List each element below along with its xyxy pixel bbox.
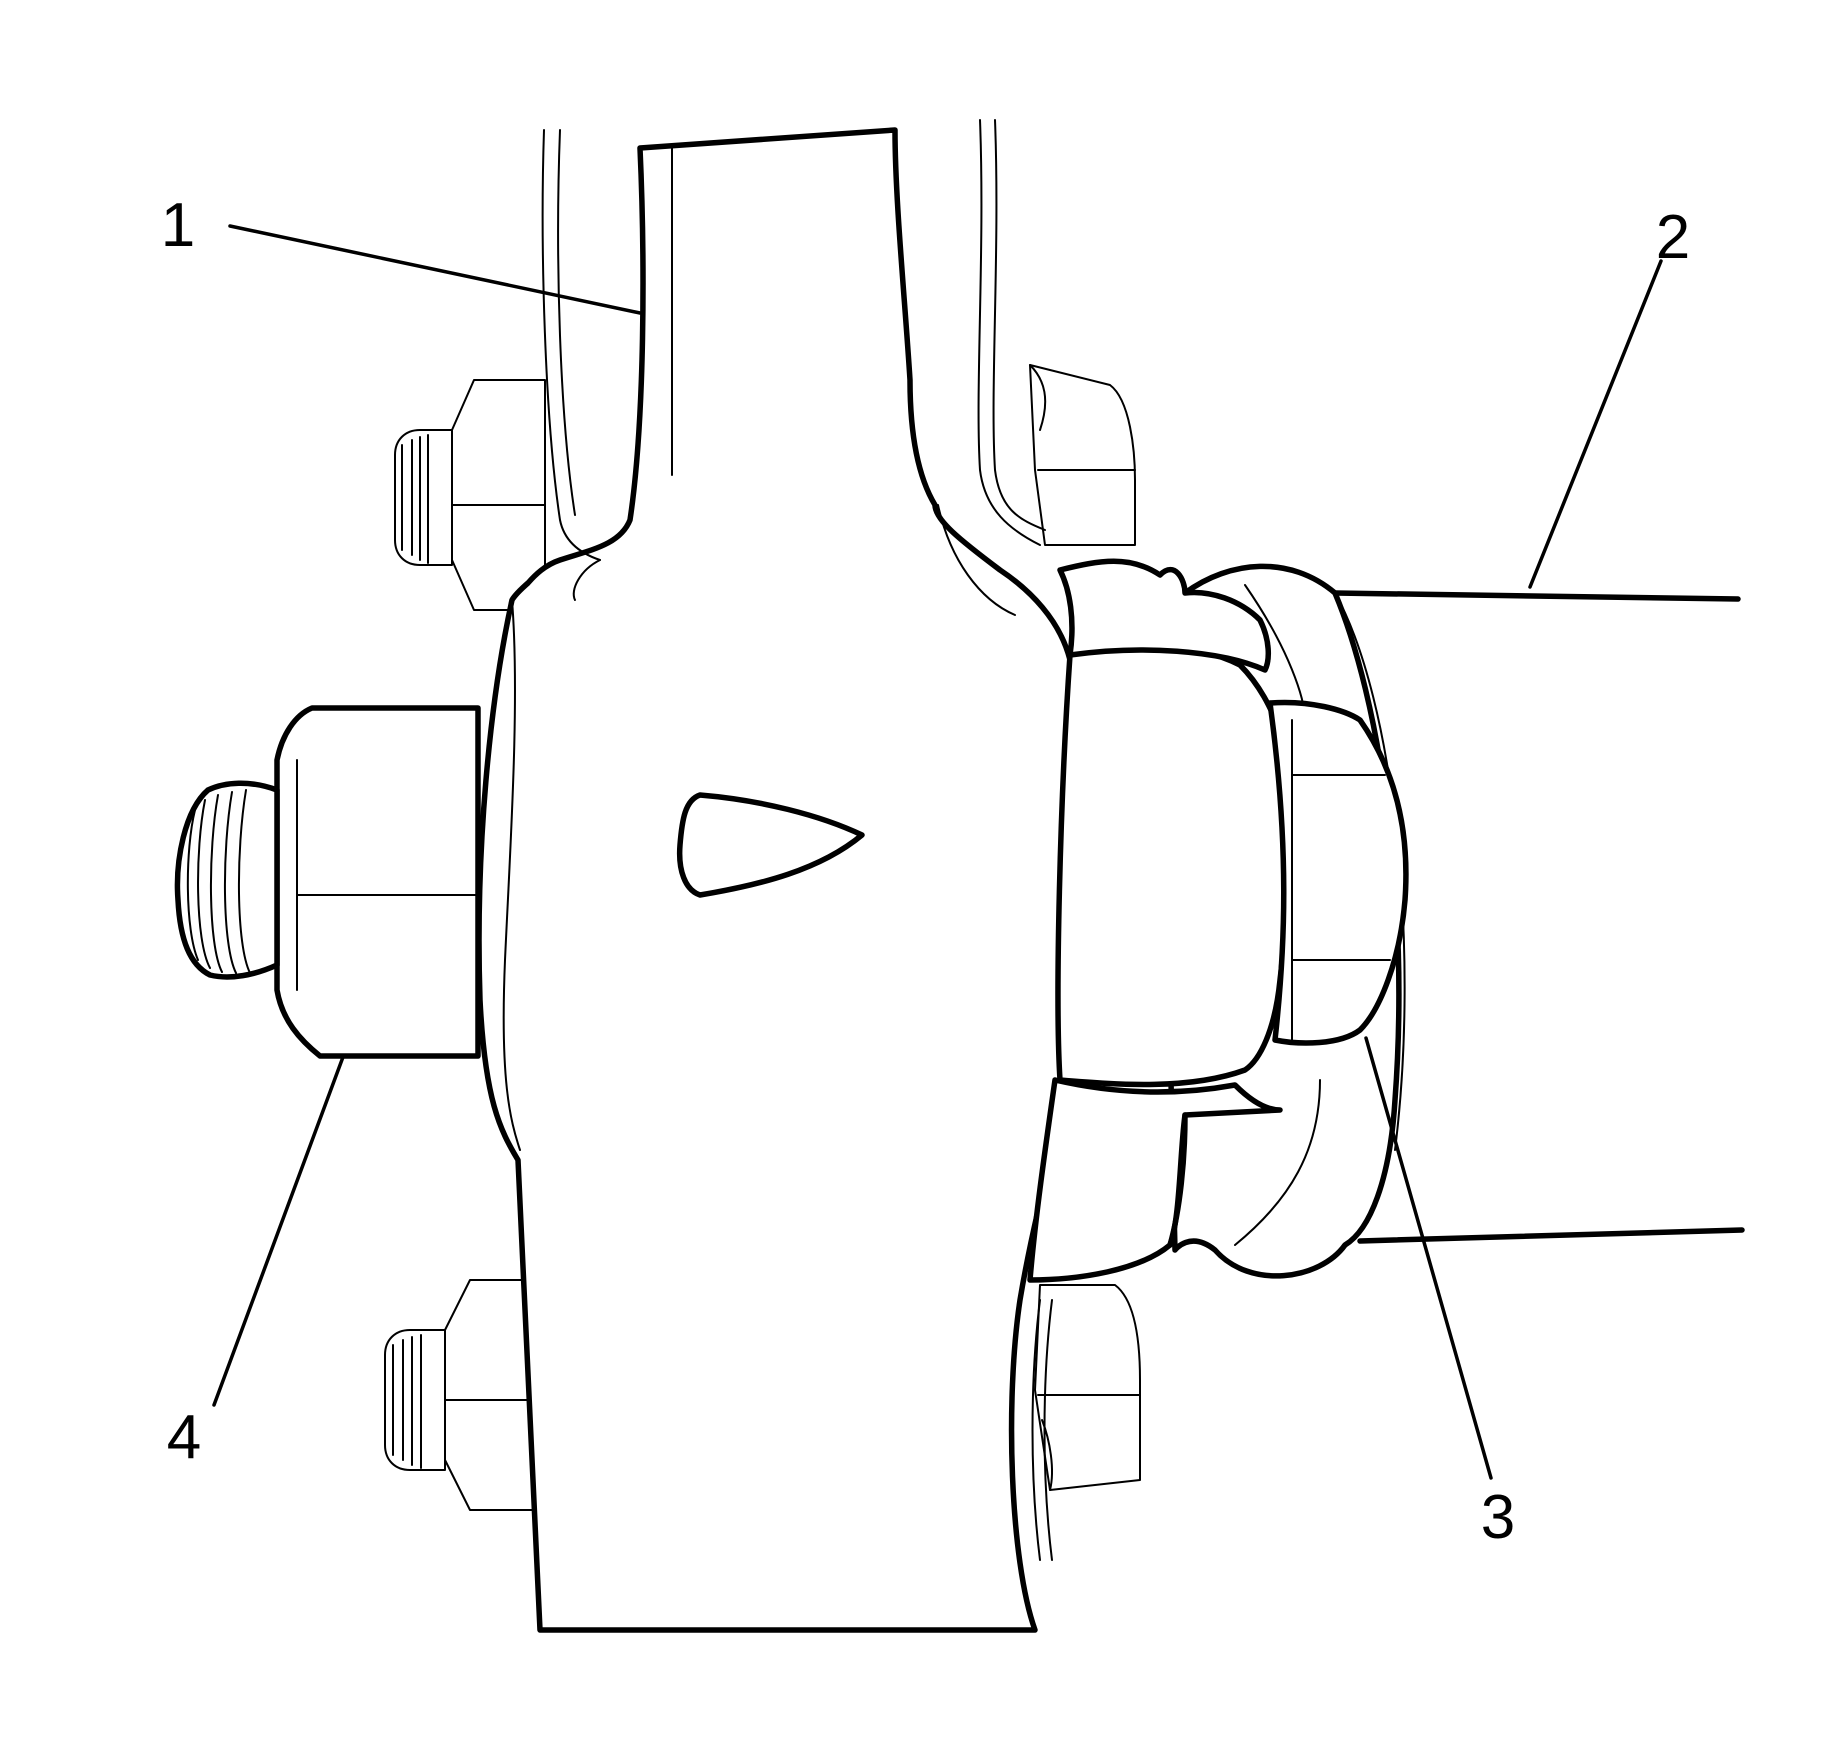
leader-line-3 <box>1364 1036 1493 1480</box>
lower-left-bolt <box>384 1279 546 1511</box>
leader-line-1 <box>228 224 642 315</box>
callout-2: 2 <box>1656 203 1690 272</box>
callout-4: 4 <box>167 1403 201 1472</box>
plate-slot <box>676 792 865 898</box>
callout-1: 1 <box>161 191 195 260</box>
leader-line-4 <box>212 1055 345 1407</box>
large-nut <box>174 705 481 1059</box>
callout-3: 3 <box>1481 1483 1515 1552</box>
lower-right-bolt <box>1034 1284 1141 1491</box>
bushing <box>1027 558 1409 1283</box>
upper-left-bolt <box>394 379 546 611</box>
upper-right-bolt <box>1029 364 1136 546</box>
leader-line-2 <box>1528 259 1663 589</box>
